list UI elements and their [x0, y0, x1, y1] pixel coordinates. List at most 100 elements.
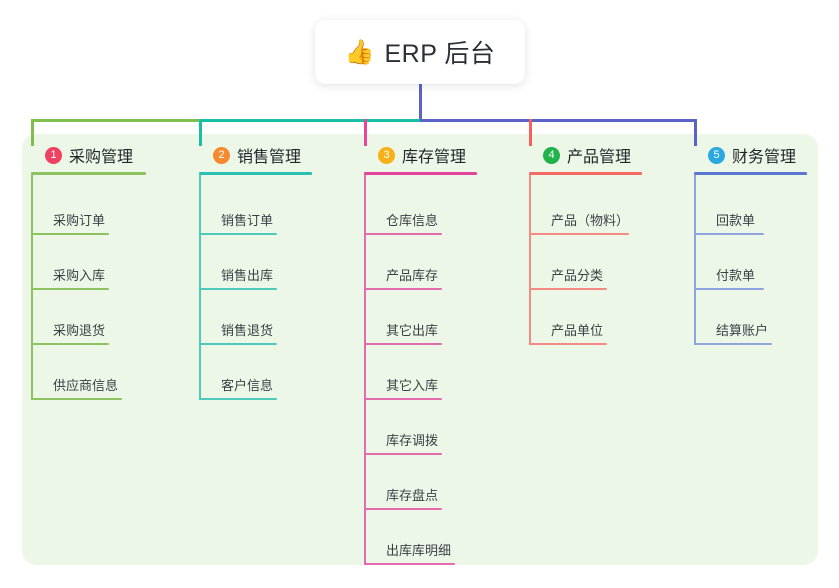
list-item-rule [694, 288, 764, 290]
list-item-label: 产品库存 [386, 268, 439, 283]
column-drop-connector-5 [694, 119, 697, 146]
column-1: 1 采购管理采购订单采购入库采购退货供应商信息 [31, 142, 186, 400]
column-drop-connector-2 [199, 119, 202, 146]
list-item-rule [199, 343, 277, 345]
list-item[interactable]: 供应商信息 [31, 376, 122, 400]
list-item[interactable]: 其它入库 [364, 376, 442, 400]
list-item-label: 回款单 [716, 213, 756, 228]
column-header-5[interactable]: 5 财务管理 [694, 142, 839, 168]
horizontal-connector-segment-2 [199, 119, 420, 122]
column-drop-connector-1 [31, 119, 34, 146]
column-badge-5: 5 [708, 146, 725, 164]
column-items-1: 采购订单采购入库采购退货供应商信息 [31, 175, 186, 400]
list-item[interactable]: 产品分类 [529, 266, 607, 290]
list-item-rule [694, 343, 772, 345]
list-item-label: 产品（物料） [551, 213, 630, 228]
list-item-label: 采购入库 [53, 268, 106, 283]
list-item[interactable]: 出库库明细 [364, 541, 455, 565]
list-item-rule [31, 343, 109, 345]
list-item[interactable]: 结算账户 [694, 321, 772, 345]
column-drop-connector-3 [364, 119, 367, 146]
list-item-label: 采购退货 [53, 323, 106, 338]
horizontal-connector-segment-1 [31, 119, 199, 122]
column-items-3: 仓库信息产品库存其它出库其它入库库存调拨库存盘点出库库明细 [364, 175, 517, 565]
column-header-rule-3 [364, 172, 477, 175]
list-item-label: 仓库信息 [386, 213, 439, 228]
list-item-label: 产品分类 [551, 268, 604, 283]
column-title-1: 采购管理 [69, 149, 134, 166]
list-item-label: 其它出库 [386, 323, 439, 338]
column-title-3: 库存管理 [402, 149, 467, 166]
list-item-label: 采购订单 [53, 213, 106, 228]
list-item-label: 客户信息 [221, 378, 274, 393]
list-item-label: 出库库明细 [386, 543, 452, 558]
list-item-label: 销售出库 [221, 268, 274, 283]
column-spine-4 [529, 175, 531, 345]
list-item[interactable]: 仓库信息 [364, 211, 442, 235]
column-items-4: 产品（物料） 产品分类产品单位 [529, 175, 682, 345]
column-spine-5 [694, 175, 696, 345]
list-item[interactable]: 库存盘点 [364, 486, 442, 510]
list-item-rule [364, 508, 442, 510]
list-item[interactable]: 产品库存 [364, 266, 442, 290]
list-item-label: 其它入库 [386, 378, 439, 393]
list-item-rule [364, 453, 442, 455]
list-item[interactable]: 销售订单 [199, 211, 277, 235]
column-header-rule-1 [31, 172, 146, 175]
column-items-5: 回款单付款单结算账户 [694, 175, 839, 345]
list-item-label: 库存调拨 [386, 433, 439, 448]
list-item[interactable]: 采购退货 [31, 321, 109, 345]
column-badge-4: 4 [543, 146, 560, 164]
list-item-label: 供应商信息 [53, 378, 119, 393]
list-item-label: 产品单位 [551, 323, 604, 338]
thumbs-up-icon: 👍 [344, 38, 375, 66]
column-badge-1: 1 [45, 146, 62, 164]
list-item-label: 库存盘点 [386, 488, 439, 503]
list-item-rule [364, 343, 442, 345]
column-drop-connector-4 [529, 119, 532, 146]
list-item-label: 付款单 [716, 268, 756, 283]
list-item-rule [364, 288, 442, 290]
list-item[interactable]: 销售退货 [199, 321, 277, 345]
column-5: 5 财务管理回款单付款单结算账户 [694, 142, 839, 345]
list-item-label: 销售退货 [221, 323, 274, 338]
content-panel [22, 134, 818, 565]
column-items-2: 销售订单销售出库销售退货客户信息 [199, 175, 352, 400]
list-item[interactable]: 产品单位 [529, 321, 607, 345]
column-title-5: 财务管理 [732, 149, 797, 166]
list-item-rule [199, 233, 277, 235]
list-item[interactable]: 其它出库 [364, 321, 442, 345]
column-header-1[interactable]: 1 采购管理 [31, 142, 186, 168]
column-header-rule-4 [529, 172, 642, 175]
list-item-rule [364, 398, 442, 400]
list-item[interactable]: 销售出库 [199, 266, 277, 290]
list-item[interactable]: 采购订单 [31, 211, 109, 235]
column-header-rule-2 [199, 172, 312, 175]
list-item-rule [364, 563, 455, 565]
list-item[interactable]: 库存调拨 [364, 431, 442, 455]
list-item[interactable]: 客户信息 [199, 376, 277, 400]
list-item-rule [199, 398, 277, 400]
column-badge-2: 2 [213, 146, 230, 164]
column-spine-1 [31, 175, 33, 400]
list-item[interactable]: 回款单 [694, 211, 764, 235]
column-spine-3 [364, 175, 366, 565]
root-node-card[interactable]: 👍 ERP 后台 [315, 20, 525, 84]
list-item[interactable]: 采购入库 [31, 266, 109, 290]
list-item-label: 销售订单 [221, 213, 274, 228]
list-item-rule [199, 288, 277, 290]
list-item-rule [31, 288, 109, 290]
list-item[interactable]: 产品（物料） [529, 211, 629, 235]
list-item-rule [529, 343, 607, 345]
root-node-content: 👍 ERP 后台 [345, 34, 496, 70]
list-item-rule [529, 288, 607, 290]
list-item-rule [31, 398, 122, 400]
list-item[interactable]: 付款单 [694, 266, 764, 290]
list-item-rule [529, 233, 629, 235]
